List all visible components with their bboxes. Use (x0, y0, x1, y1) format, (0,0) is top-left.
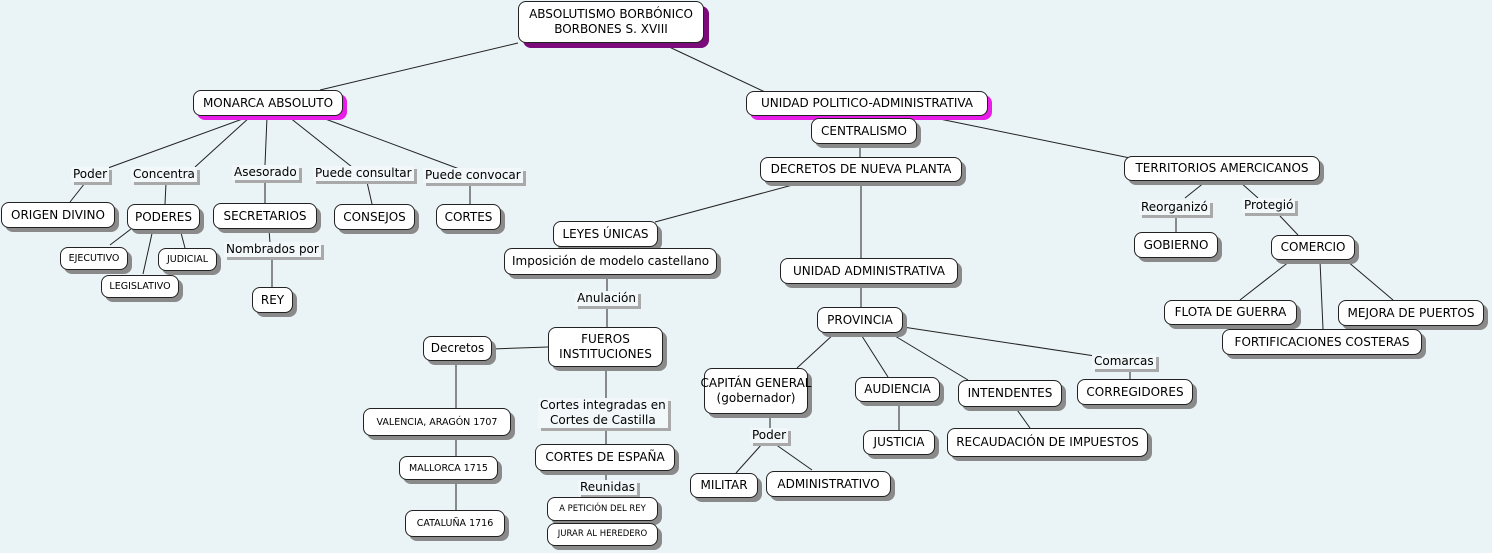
concept-ejecutivo[interactable]: EJECUTIVO (60, 247, 128, 270)
concept-territorios-americanos[interactable]: TERRITORIOS AMERCICANOS (1124, 156, 1320, 181)
concept-consejos[interactable]: CONSEJOS (334, 204, 415, 230)
concept-leyes-unicas[interactable]: LEYES ÚNICAS (553, 221, 658, 247)
concept-comercio[interactable]: COMERCIO (1271, 235, 1355, 260)
concept-mejora-puertos[interactable]: MEJORA DE PUERTOS (1338, 300, 1484, 326)
link-poder-capitan[interactable]: Poder (750, 428, 789, 443)
concept-centralismo[interactable]: CENTRALISMO (811, 118, 917, 144)
link-protegio[interactable]: Protegió (1242, 198, 1296, 213)
link-nombrados-por[interactable]: Nombrados por (224, 242, 321, 257)
concept-corregidores[interactable]: CORREGIDORES (1077, 379, 1193, 405)
concept-provincia[interactable]: PROVINCIA (817, 307, 903, 333)
link-cortes-integradas[interactable]: Cortes integradas en Cortes de Castilla (538, 398, 668, 428)
concept-unidad-politico-administrativa[interactable]: UNIDAD POLITICO-ADMINISTRATIVA (746, 91, 988, 116)
concept-legislativo[interactable]: LEGISLATIVO (101, 275, 179, 298)
concept-justicia[interactable]: JUSTICIA (863, 430, 935, 455)
concept-cortes-espana[interactable]: CORTES DE ESPAÑA (535, 444, 675, 471)
concept-fortificaciones-costeras[interactable]: FORTIFICACIONES COSTERAS (1222, 329, 1422, 355)
concept-cortes[interactable]: CORTES (436, 204, 501, 230)
concept-rey[interactable]: REY (252, 287, 293, 313)
fueros-line2: INSTITUCIONES (559, 347, 652, 361)
concept-secretarios[interactable]: SECRETARIOS (213, 203, 317, 229)
link-puede-convocar[interactable]: Puede convocar (423, 168, 523, 183)
concept-root[interactable]: ABSOLUTISMO BORBÓNICO BORBONES S. XVIII (518, 1, 704, 43)
link-puede-consultar[interactable]: Puede consultar (313, 166, 414, 181)
concept-valencia-aragon[interactable]: VALENCIA, ARAGÓN 1707 (363, 408, 511, 436)
link-asesorado[interactable]: Asesorado (232, 165, 299, 180)
root-line1: ABSOLUTISMO BORBÓNICO (529, 7, 693, 21)
root-line2: BORBONES S. XVIII (554, 22, 668, 36)
concept-fueros-instituciones[interactable]: FUEROS INSTITUCIONES (548, 327, 663, 367)
concept-capitan-general[interactable]: CAPITÁN GENERAL (gobernador) (701, 368, 811, 414)
cortes-integradas-line2: Cortes de Castilla (550, 413, 656, 427)
concept-monarca-absoluto[interactable]: MONARCA ABSOLUTO (193, 90, 343, 116)
concept-jurar-heredero[interactable]: JURAR AL HEREDERO (547, 523, 658, 546)
concept-recaudacion-impuestos[interactable]: RECAUDACIÓN DE IMPUESTOS (947, 428, 1148, 457)
concept-militar[interactable]: MILITAR (690, 473, 758, 498)
concept-cataluna[interactable]: CATALUÑA 1716 (405, 510, 505, 537)
concept-intendentes[interactable]: INTENDENTES (958, 380, 1062, 407)
concept-decretos-nueva-planta[interactable]: DECRETOS DE NUEVA PLANTA (760, 157, 962, 182)
cortes-integradas-line1: Cortes integradas en (540, 398, 666, 412)
link-concentra[interactable]: Concentra (131, 167, 197, 182)
link-reorganizo[interactable]: Reorganizó (1139, 200, 1210, 215)
link-anulacion[interactable]: Anulación (575, 291, 638, 306)
link-poder[interactable]: Poder (71, 167, 110, 182)
concept-origen-divino[interactable]: ORIGEN DIVINO (1, 202, 115, 228)
concept-flota-guerra[interactable]: FLOTA DE GUERRA (1164, 300, 1297, 325)
concept-decretos[interactable]: Decretos (423, 336, 492, 361)
concept-audiencia[interactable]: AUDIENCIA (855, 377, 940, 402)
concept-poderes[interactable]: PODERES (127, 204, 200, 230)
concept-imposicion-modelo[interactable]: Imposición de modelo castellano (504, 248, 717, 275)
concept-unidad-administrativa[interactable]: UNIDAD ADMINISTRATIVA (780, 258, 958, 284)
concept-peticion-rey[interactable]: A PETICIÓN DEL REY (547, 497, 658, 521)
capitan-line2: (gobernador) (716, 391, 796, 405)
concept-mallorca[interactable]: MALLORCA 1715 (399, 456, 498, 480)
link-reunidas[interactable]: Reunidas (578, 480, 637, 495)
fueros-line1: FUEROS (581, 332, 630, 346)
concept-administrativo[interactable]: ADMINISTRATIVO (766, 471, 891, 497)
capitan-line1: CAPITÁN GENERAL (700, 376, 812, 390)
concept-gobierno[interactable]: GOBIERNO (1134, 232, 1218, 258)
link-comarcas[interactable]: Comarcas (1092, 354, 1156, 369)
concept-judicial[interactable]: JUDICIAL (158, 248, 217, 271)
